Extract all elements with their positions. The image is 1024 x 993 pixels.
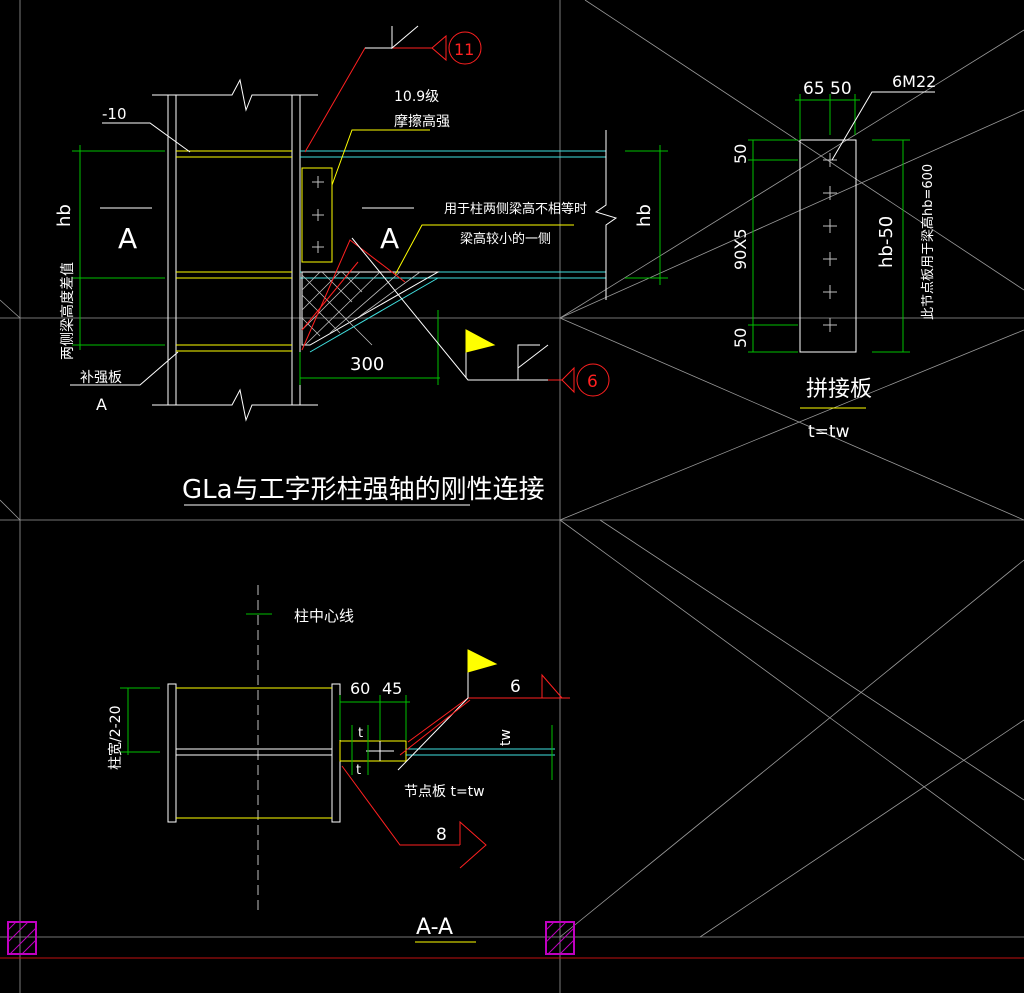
haunch-note-line2: 梁高较小的一侧	[460, 231, 551, 247]
dim-65-label: 65	[803, 79, 825, 99]
splice-thickness-label: t=tw	[808, 422, 850, 442]
dim-300-label: 300	[350, 354, 384, 375]
bolt-type-label: 摩擦高强	[394, 113, 450, 130]
gusset-plate-label: 节点板 t=tw	[404, 784, 485, 800]
t-lower-label: t	[356, 763, 361, 778]
splice-plate-title: 拼接板	[806, 377, 872, 402]
dim-50-top-label: 50	[830, 79, 852, 99]
weld-11-label: 11	[454, 40, 474, 59]
splice-plate-view	[748, 91, 935, 409]
dim-50-a-label: 50	[731, 144, 750, 164]
bolt-spec-label: 6M22	[892, 72, 936, 91]
section-mark-right: A	[380, 222, 399, 255]
bolts-elevation	[312, 176, 324, 253]
haunch-note-line1: 用于柱两侧梁高不相等时	[444, 201, 587, 217]
tw-label: tw	[498, 729, 514, 746]
section-a-a-view	[120, 585, 570, 943]
dim-90x5-label: 90X5	[731, 229, 750, 271]
dim-50-b-label: 50	[731, 328, 750, 348]
plate-thickness-label: -10	[102, 105, 127, 123]
t-upper-label: t	[358, 726, 363, 741]
section-mark-left: A	[118, 222, 137, 255]
section-weld-6-label: 6	[510, 677, 521, 697]
dim-45-label: 45	[382, 679, 402, 698]
column-width-label: 柱宽/2-20	[107, 706, 124, 771]
section-title: A-A	[416, 915, 453, 940]
dim-60-label: 60	[350, 679, 370, 698]
elevation-view	[70, 25, 668, 506]
hb-right-label: hb	[634, 204, 655, 227]
stiffener-label: 补强板	[80, 370, 122, 386]
beam-depth-difference-label: 两侧梁高度差值	[59, 262, 76, 360]
section-weld-8-label: 8	[436, 825, 447, 845]
column-marker-hatch	[7, 921, 575, 955]
hb-left-label: hb	[54, 204, 75, 227]
centerline-label: 柱中心线	[294, 607, 354, 625]
stiffener-ref-label: A	[96, 395, 107, 414]
dim-hb50-label: hb-50	[876, 216, 897, 268]
bolt-grade-label: 10.9级	[394, 89, 439, 105]
splice-note-label: 此节点板用于梁高hb=600	[920, 164, 936, 320]
weld-6-label: 6	[587, 372, 598, 392]
bolts-splice	[823, 153, 837, 332]
elevation-title: GLa与工字形柱强轴的刚性连接	[182, 475, 545, 505]
